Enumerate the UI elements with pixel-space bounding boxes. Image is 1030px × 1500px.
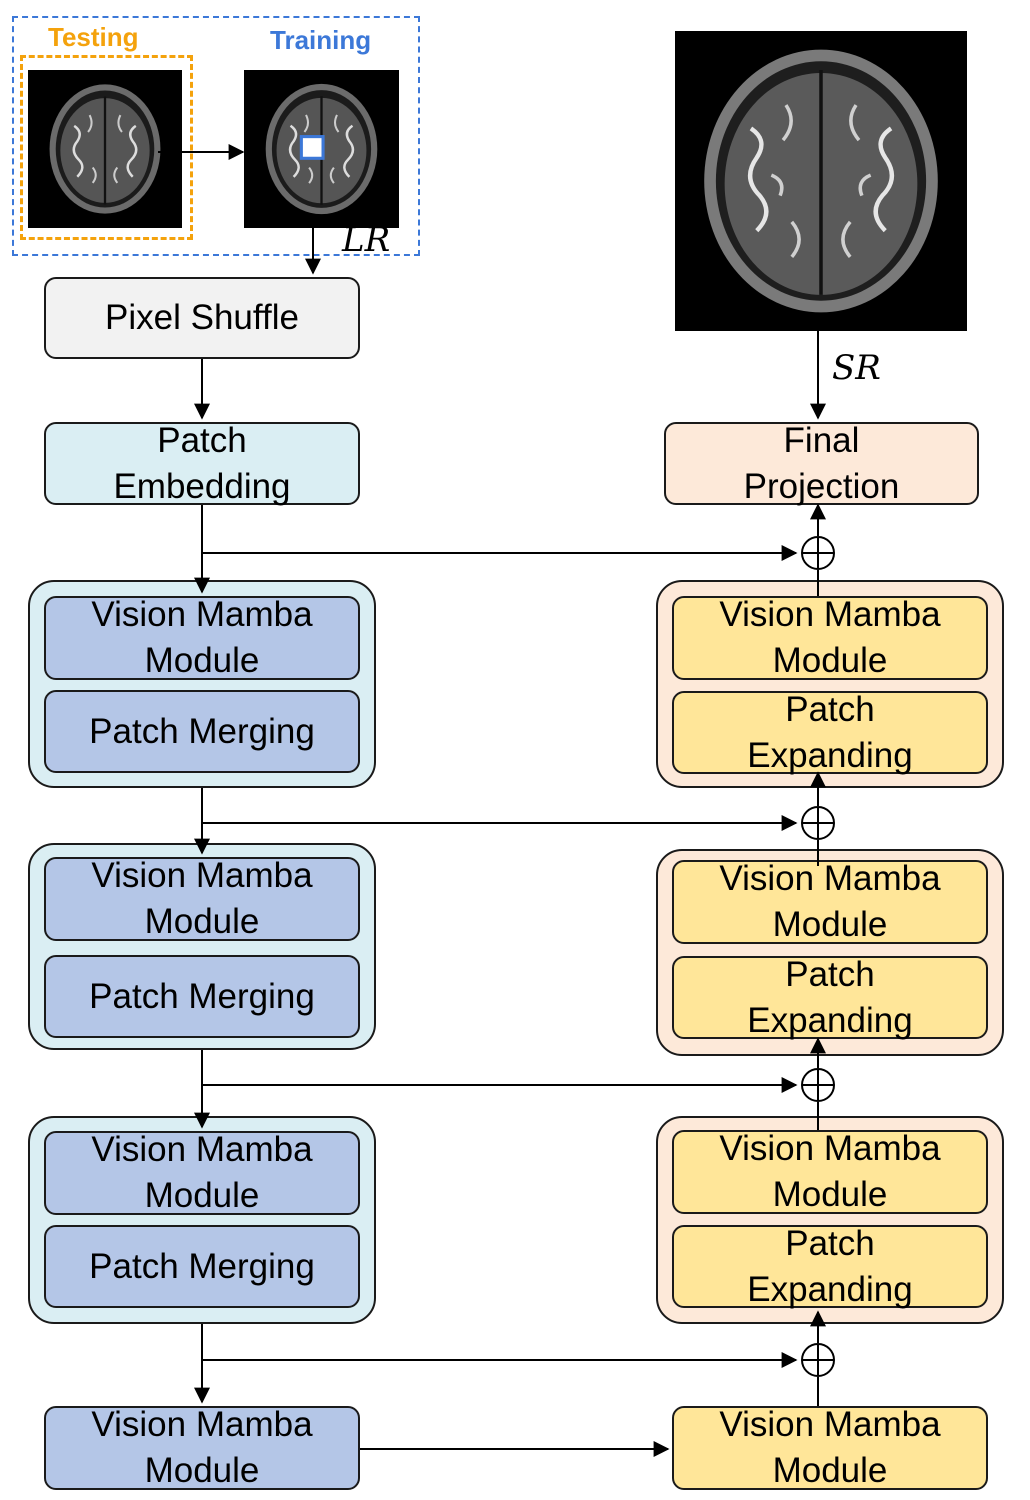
testing-region xyxy=(20,55,193,240)
circle-plus-icon xyxy=(801,536,835,570)
brain-mri-icon xyxy=(49,84,161,214)
encoder-stage-1-merge: Patch Merging xyxy=(44,690,360,773)
decoder-stage-2-vmm: Vision Mamba Module xyxy=(672,859,988,944)
encoder-bottleneck-vmm: Vision Mamba Module xyxy=(44,1405,360,1490)
encoder-stage-3-vmm: Vision Mamba Module xyxy=(44,1130,360,1215)
lr-label: LR xyxy=(342,220,391,260)
training-region xyxy=(12,16,420,256)
encoder-stage-2-merge: Patch Merging xyxy=(44,955,360,1038)
sr-mri-image xyxy=(675,31,967,331)
training-mri-image xyxy=(244,70,399,228)
testing-label: Testing xyxy=(48,22,139,52)
decoder-stage-3-expand: Patch Expanding xyxy=(672,690,988,775)
final-projection-block: Final Projection xyxy=(664,421,979,506)
decoder-stage-1-vmm: Vision Mamba Module xyxy=(672,1129,988,1214)
brain-mri-icon xyxy=(704,49,938,313)
decoder-stage-1-expand: Patch Expanding xyxy=(672,1224,988,1309)
circle-plus-icon xyxy=(801,1343,835,1377)
brain-mri-icon xyxy=(265,83,378,215)
pixel-shuffle-block: Pixel Shuffle xyxy=(44,277,360,359)
testing-mri-image xyxy=(28,70,182,228)
circle-plus-icon xyxy=(801,1068,835,1102)
encoder-stage-1-vmm: Vision Mamba Module xyxy=(44,595,360,680)
training-label: Training xyxy=(270,25,372,55)
encoder-stage-3-merge: Patch Merging xyxy=(44,1225,360,1308)
encoder-stage-2-vmm: Vision Mamba Module xyxy=(44,856,360,941)
decoder-stage-2-expand: Patch Expanding xyxy=(672,955,988,1040)
decoder-stage-3-vmm: Vision Mamba Module xyxy=(672,595,988,680)
decoder-bottleneck-vmm: Vision Mamba Module xyxy=(672,1405,988,1490)
sr-label: SR xyxy=(832,348,881,388)
patch-embedding-block: Patch Embedding xyxy=(44,421,360,506)
circle-plus-icon xyxy=(801,806,835,840)
